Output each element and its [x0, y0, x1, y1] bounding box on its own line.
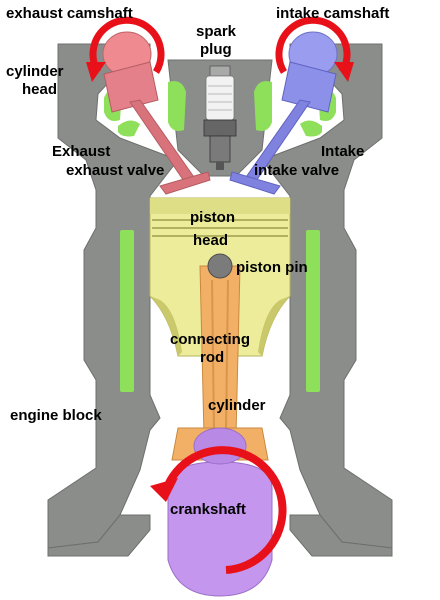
coolant-head-left-2: [168, 81, 186, 131]
label-spark-plug-line1: spark: [196, 23, 237, 40]
coolant-head-right-3: [300, 120, 322, 137]
exhaust-valve: [103, 61, 211, 195]
label-piston-pin: piston pin: [236, 259, 308, 276]
label-connecting-rod-line1: connecting: [170, 331, 250, 348]
label-spark-plug-line2: plug: [200, 41, 232, 58]
label-cylinder-head-line2: head: [22, 81, 57, 98]
intake-valve: [229, 61, 337, 195]
coolant-passage-right: [306, 230, 320, 392]
piston-pin: [207, 253, 233, 279]
spark-plug: [203, 65, 237, 170]
label-cylinder-head-line1: cylinder: [6, 63, 64, 80]
coolant-passage-left: [120, 230, 134, 392]
label-exhaust: Exhaust: [52, 143, 110, 160]
label-piston-head-line1: piston: [190, 209, 235, 226]
crankshaft-rotation-arrow: [150, 446, 287, 574]
coolant-head-left-3: [118, 120, 140, 137]
crankcase-left: [47, 514, 151, 557]
label-engine-block: engine block: [10, 407, 102, 424]
exhaust-cam-rotation-arrow: [86, 16, 165, 82]
label-crankshaft: crankshaft: [170, 501, 246, 518]
label-cylinder: cylinder: [208, 397, 266, 414]
label-connecting-rod-line2: rod: [200, 349, 224, 366]
label-intake: Intake: [321, 143, 364, 160]
engine-block-left: [47, 43, 179, 549]
crankcase-right: [289, 514, 393, 557]
label-intake-camshaft: intake camshaft: [276, 5, 389, 22]
engine-block-right: [261, 43, 393, 549]
label-intake-valve: intake valve: [254, 162, 339, 179]
coolant-head-right-2: [254, 81, 272, 131]
label-exhaust-camshaft: exhaust camshaft: [6, 5, 133, 22]
label-piston-head-line2: head: [193, 232, 228, 249]
intake-cam-rotation-arrow: [275, 16, 354, 82]
label-exhaust-valve: exhaust valve: [66, 162, 164, 179]
